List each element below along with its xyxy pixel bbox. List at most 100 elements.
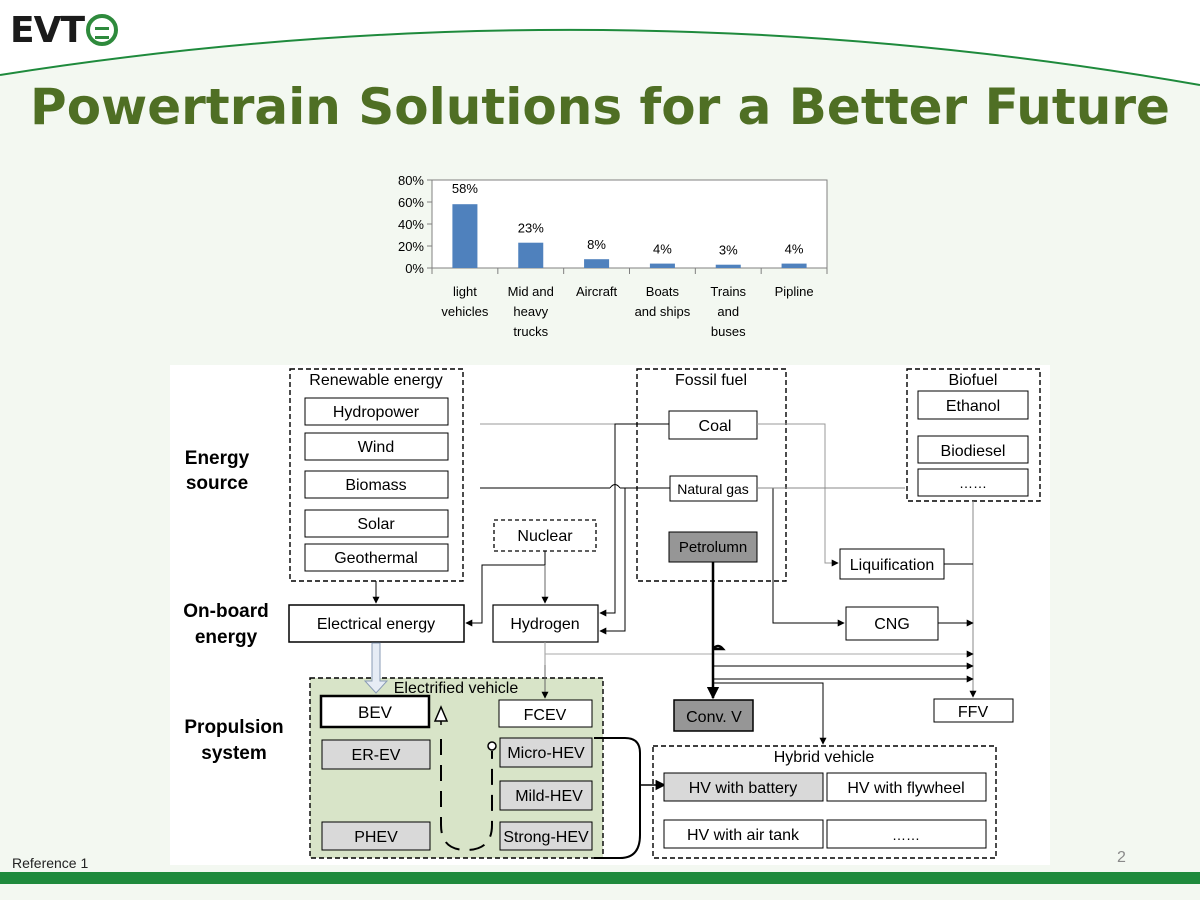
strong-hev-box	[499, 821, 593, 851]
biodiesel-box	[917, 435, 1029, 464]
bar	[452, 204, 478, 268]
nuclear-label: Nuclear	[517, 528, 573, 545]
fossil-group	[636, 368, 787, 582]
liquification-label: Liquification	[850, 557, 935, 574]
biofuel-more-box	[917, 468, 1029, 497]
hv-more-box	[826, 819, 987, 849]
mild-hev-label: Mild-HEV	[515, 788, 583, 805]
biofuel-group-label: Biofuel	[949, 372, 998, 389]
ethanol-label: Ethanol	[946, 398, 1000, 415]
hv-flywheel-box	[826, 772, 987, 802]
logo-mark-icon	[86, 14, 119, 46]
cng-label: CNG	[874, 616, 910, 633]
fossil-group-label: Fossil fuel	[675, 372, 747, 389]
hybrid-group	[652, 745, 997, 859]
category-label: vehicles	[441, 304, 488, 319]
page-number: 2	[1117, 849, 1126, 866]
natural-gas-box	[669, 475, 758, 502]
er-ev-box	[321, 739, 431, 770]
coal-box	[668, 410, 758, 440]
phev-loop	[440, 739, 493, 852]
category-label: Mid and	[508, 284, 554, 299]
conv-v-box	[673, 699, 754, 732]
phev-label: PHEV	[354, 829, 398, 846]
hollow-arrow-icon	[433, 705, 449, 722]
wind-label: Wind	[358, 439, 394, 456]
row-label-propulsion-2: system	[201, 743, 267, 764]
biodiesel-label: Biodiesel	[941, 443, 1006, 460]
solar-label: Solar	[357, 516, 395, 533]
liquification-box	[839, 548, 945, 580]
category-label: Aircraft	[576, 284, 618, 299]
micro-hev-label: Micro-HEV	[507, 745, 585, 762]
footer-reference: Reference 1	[12, 855, 89, 871]
electrical-energy-box	[288, 604, 465, 643]
data-label: 23%	[518, 221, 544, 236]
hybrid-group-label: Hybrid vehicle	[774, 749, 875, 766]
row-label-energy-source-2: source	[186, 473, 248, 494]
micro-hev-box	[499, 737, 593, 768]
footer-bar	[0, 872, 1200, 884]
bev-box	[319, 694, 431, 729]
category-label: trucks	[513, 324, 548, 339]
category-label: and ships	[635, 304, 691, 319]
evt-logo: EVT	[10, 9, 119, 51]
solar-box	[304, 509, 449, 538]
category-label: and	[717, 304, 739, 319]
row-label-energy-source-1: Energy	[185, 448, 250, 469]
data-label: 58%	[452, 181, 478, 196]
cng-box	[845, 606, 939, 641]
bar	[584, 259, 610, 268]
petroleum-label: Petrolumn	[679, 539, 747, 556]
bar	[518, 242, 544, 268]
renewable-group	[289, 368, 464, 582]
bev-label: BEV	[358, 703, 393, 722]
category-label: Boats	[646, 284, 680, 299]
category-label: light	[453, 284, 477, 299]
hv-air-tank-box	[663, 819, 824, 849]
category-label: buses	[711, 324, 746, 339]
geothermal-label: Geothermal	[334, 550, 418, 567]
hv-more-label: ……	[892, 827, 920, 843]
fcev-box	[498, 699, 593, 728]
diagram-svg: Energy source On-board energy Propulsion…	[183, 368, 1041, 859]
row-label-propulsion-1: Propulsion	[184, 717, 283, 738]
row-label-onboard-2: energy	[195, 627, 258, 648]
conv-v-label: Conv. V	[686, 709, 742, 726]
data-label: 4%	[653, 242, 672, 257]
ffv-box	[933, 698, 1014, 723]
biomass-label: Biomass	[345, 477, 406, 494]
ethanol-box	[917, 390, 1029, 420]
biofuel-more-label: ……	[959, 475, 987, 491]
mild-hev-box	[499, 780, 593, 811]
fcev-label: FCEV	[524, 707, 567, 724]
hydrogen-label: Hydrogen	[510, 616, 579, 633]
category-label: Pipline	[775, 284, 814, 299]
biomass-box	[304, 470, 449, 499]
ffv-label: FFV	[958, 704, 989, 721]
coal-label: Coal	[699, 418, 732, 435]
plot-area	[431, 179, 828, 269]
electrical-energy-label: Electrical energy	[317, 616, 435, 633]
natural-gas-label: Natural gas	[677, 481, 749, 497]
hydropower-label: Hydropower	[333, 404, 420, 421]
powertrain-diagram: Energy source On-board energy Propulsion…	[170, 365, 1050, 865]
hydropower-box	[304, 397, 449, 426]
category-label: heavy	[513, 304, 548, 319]
y-tick-label: 80%	[398, 173, 424, 188]
hv-air-tank-label: HV with air tank	[687, 827, 800, 844]
data-label: 3%	[719, 243, 738, 258]
y-tick-label: 0%	[405, 261, 424, 276]
y-tick-label: 40%	[398, 217, 424, 232]
strong-hev-label: Strong-HEV	[503, 829, 589, 846]
bar	[781, 263, 807, 268]
data-label: 4%	[785, 242, 804, 257]
y-tick-label: 20%	[398, 239, 424, 254]
hv-flywheel-label: HV with flywheel	[847, 780, 964, 797]
category-label: Trains	[710, 284, 746, 299]
hydrogen-box	[492, 604, 599, 643]
geothermal-box	[304, 543, 449, 572]
logo-text: EVT	[10, 9, 85, 51]
